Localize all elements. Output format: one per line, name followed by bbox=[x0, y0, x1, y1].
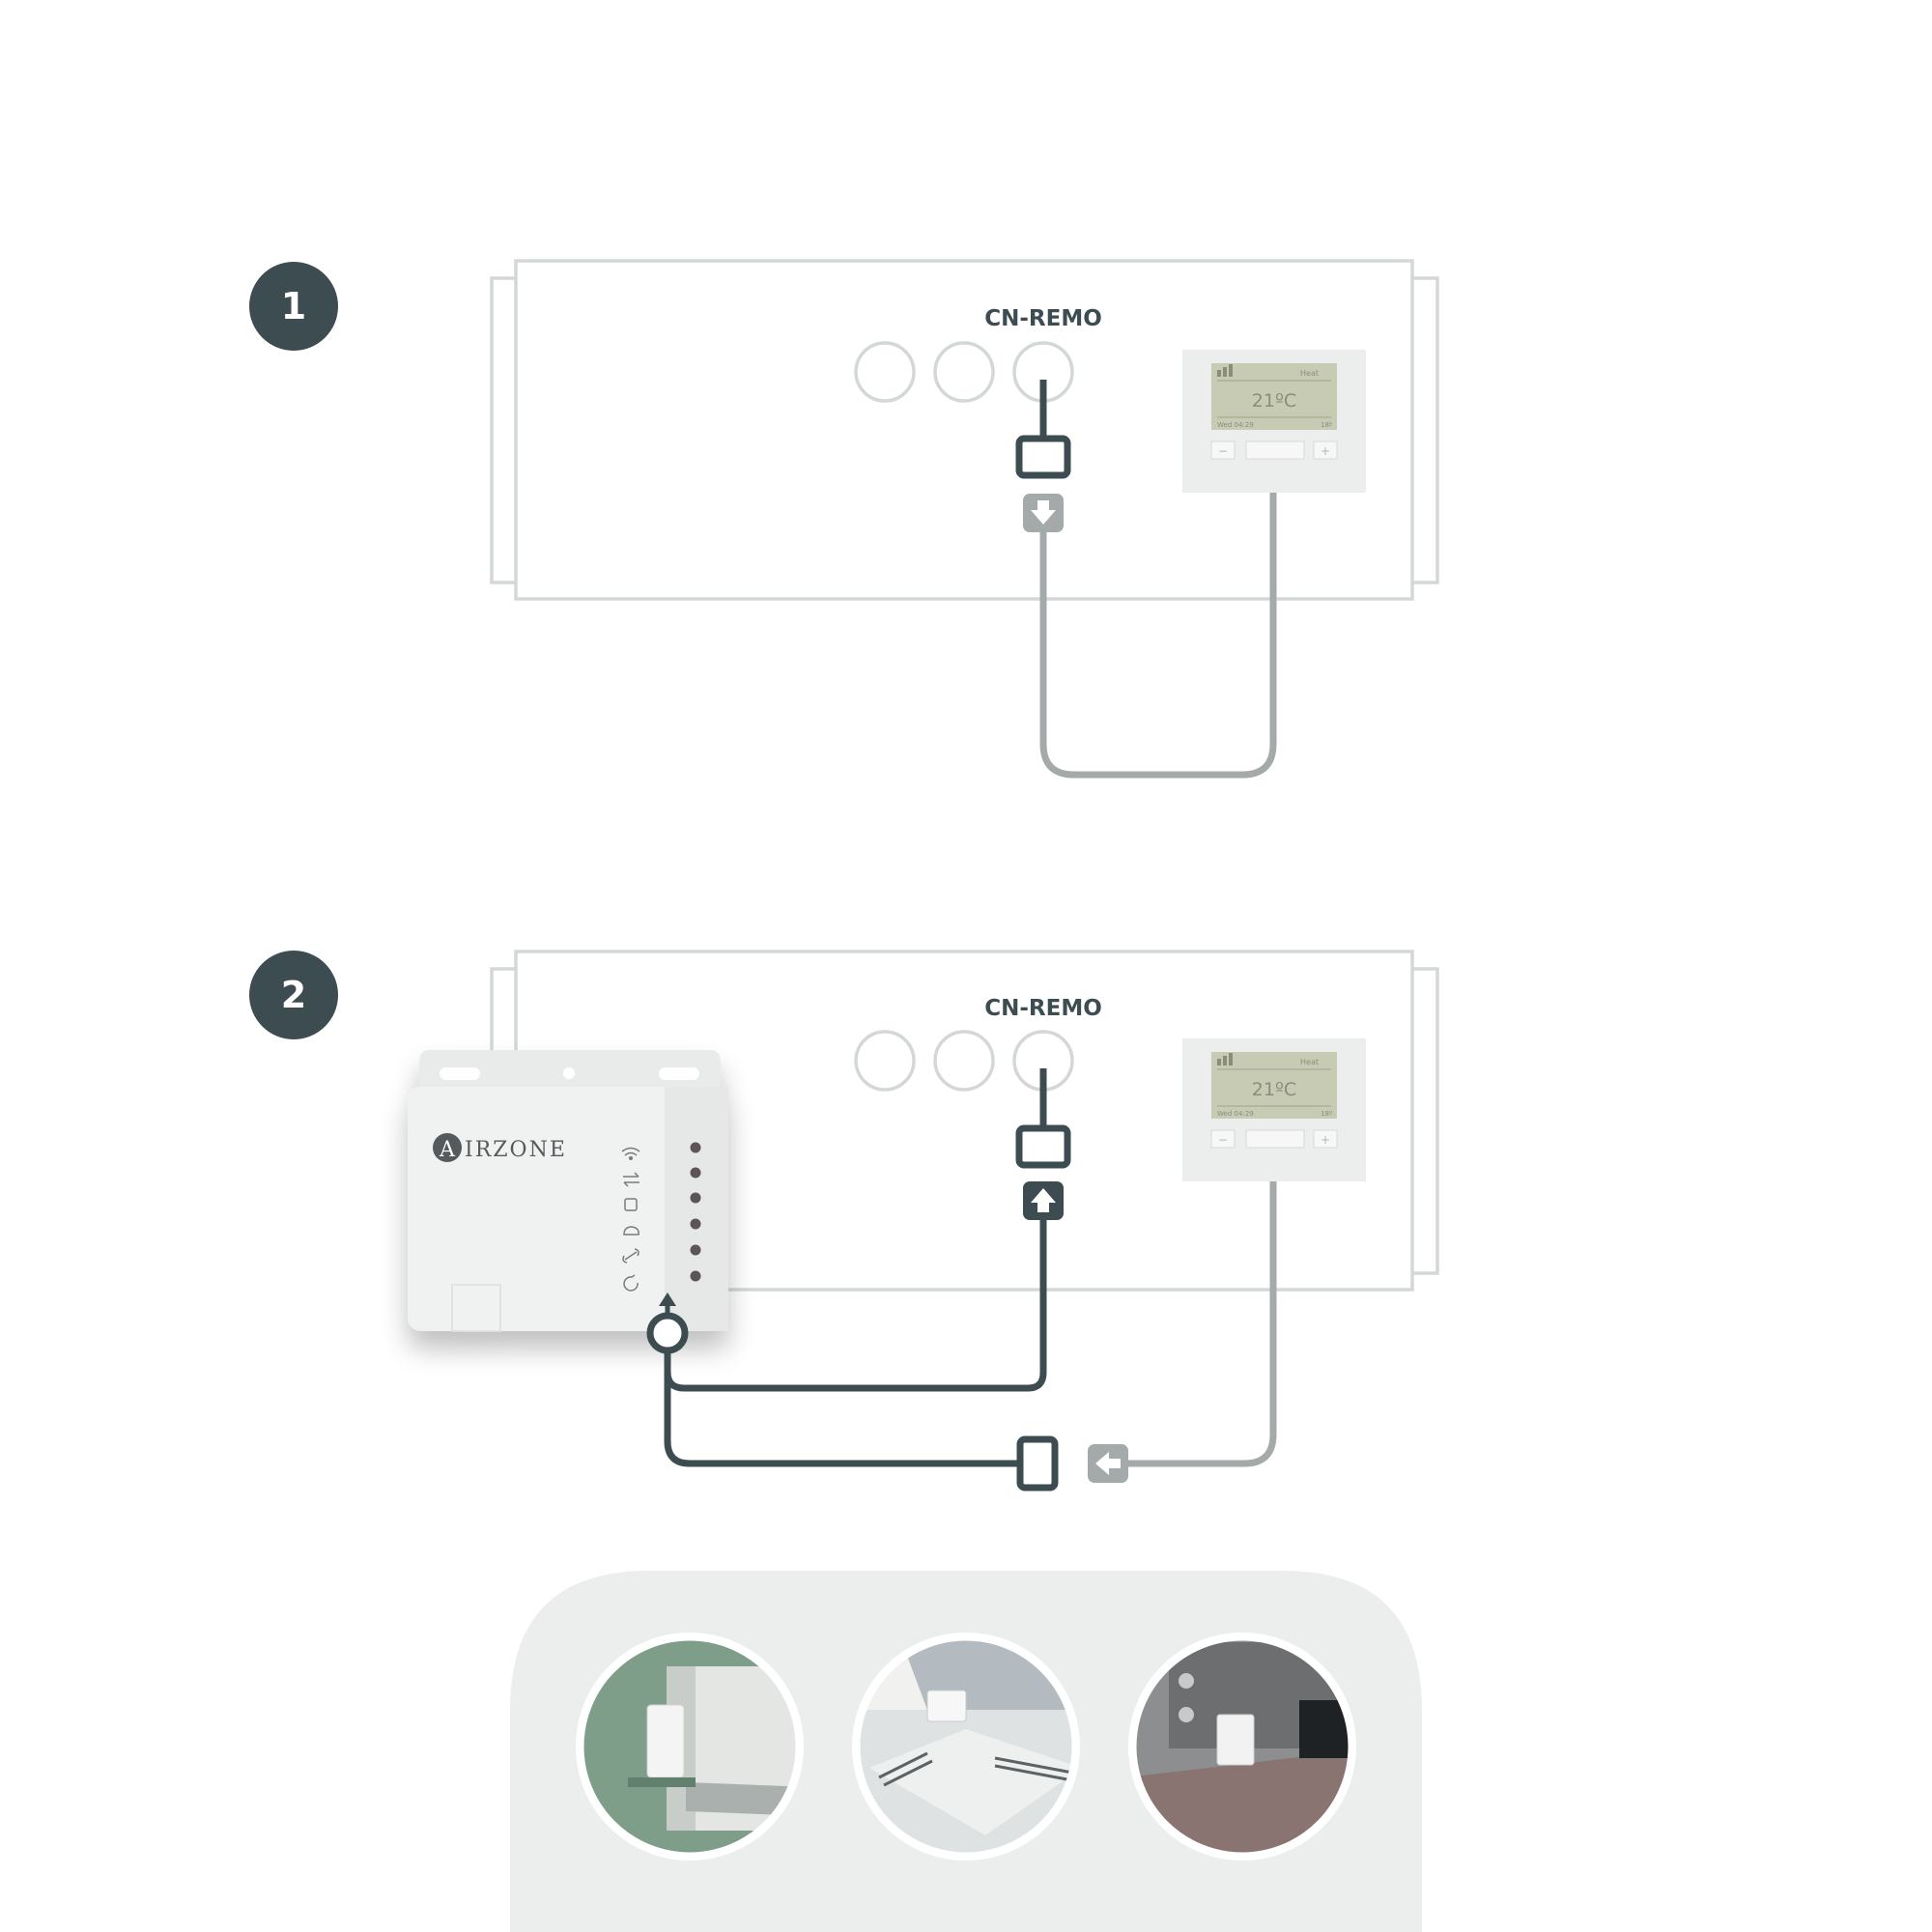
svg-text:+: + bbox=[1321, 444, 1330, 458]
plug-connector bbox=[1015, 435, 1071, 479]
minus-button bbox=[1210, 440, 1236, 460]
led-wifi bbox=[690, 1142, 701, 1153]
cassette-ac-unit-icon bbox=[858, 1638, 1074, 1855]
status-leds bbox=[690, 1142, 701, 1282]
plug-connector bbox=[1015, 1124, 1071, 1169]
wired-thermostat: Heat 21ºC Wed 04:29 18º − + bbox=[1182, 1038, 1366, 1181]
thermostat-datetime: Wed 04:29 bbox=[1217, 421, 1254, 429]
thermostat-setpoint: 18º bbox=[1321, 1110, 1332, 1118]
indoor-unit-outline bbox=[490, 259, 1439, 601]
wall-mounted-ac-unit-icon bbox=[582, 1638, 798, 1855]
thermostat-temperature: 21ºC bbox=[1252, 390, 1296, 412]
led-chip bbox=[690, 1192, 701, 1204]
brand-name: IRZONE bbox=[465, 1138, 567, 1162]
connector-sockets bbox=[854, 341, 1074, 403]
thermostat-temperature: 21ºC bbox=[1252, 1079, 1296, 1100]
thermostat-mode: Heat bbox=[1300, 1058, 1319, 1066]
thermostat-cable bbox=[1128, 1181, 1277, 1467]
svg-text:−: − bbox=[1218, 1133, 1228, 1147]
led-link bbox=[690, 1244, 701, 1256]
step-2-badge bbox=[249, 951, 338, 1039]
chip-icon bbox=[624, 1198, 638, 1211]
step-2: 2 CN-REMO Heat 21ºC Wed 04:29 18º − bbox=[249, 950, 1439, 1492]
step-1: 1 CN-REMO Heat 21ºC Wed 04: bbox=[249, 259, 1439, 779]
cn-remo-label: CN-REMO bbox=[984, 996, 1102, 1021]
center-button bbox=[1245, 440, 1305, 460]
socket-1 bbox=[854, 341, 916, 403]
installation-examples bbox=[510, 1571, 1422, 1932]
transfer-icon bbox=[623, 1172, 639, 1187]
thermostat-adapter-connector bbox=[1016, 1435, 1059, 1492]
airzone-aidoo-device bbox=[408, 1050, 728, 1332]
airzone-logo-icon bbox=[433, 1133, 462, 1162]
thermostat-mode: Heat bbox=[1300, 369, 1319, 378]
connector-sockets bbox=[854, 1030, 1074, 1092]
center-button bbox=[1245, 1129, 1305, 1149]
cloud-icon bbox=[623, 1226, 639, 1236]
svg-text:−: − bbox=[1218, 444, 1228, 458]
plus-button bbox=[1313, 440, 1338, 460]
thermostat-datetime: Wed 04:29 bbox=[1217, 1110, 1254, 1118]
plus-button bbox=[1313, 1129, 1338, 1149]
link-icon bbox=[622, 1248, 639, 1264]
socket-1 bbox=[854, 1030, 916, 1092]
brand-initial: A bbox=[439, 1138, 456, 1162]
step-2-number: 2 bbox=[281, 974, 306, 1016]
wired-thermostat: Heat 21ºC Wed 04:29 18º − + bbox=[1182, 350, 1366, 493]
svg-text:+: + bbox=[1321, 1133, 1330, 1147]
status-icons bbox=[621, 1147, 640, 1292]
step-1-number: 1 bbox=[281, 285, 306, 327]
device-body bbox=[408, 1087, 728, 1331]
thermostat-setpoint: 18º bbox=[1321, 421, 1332, 429]
device-port-arrow-icon bbox=[659, 1293, 676, 1306]
led-transfer bbox=[690, 1167, 701, 1179]
socket-2 bbox=[933, 1030, 995, 1092]
socket-2 bbox=[933, 341, 995, 403]
wifi-icon bbox=[621, 1147, 640, 1156]
thermostat-adapter-cable bbox=[664, 1372, 1020, 1467]
led-cloud bbox=[690, 1218, 701, 1230]
led-reset bbox=[690, 1270, 701, 1282]
reset-icon bbox=[623, 1274, 639, 1292]
step-1-badge bbox=[249, 262, 338, 351]
cn-remo-label: CN-REMO bbox=[984, 306, 1102, 331]
device-port bbox=[646, 1312, 689, 1354]
minus-button bbox=[1210, 1129, 1236, 1149]
thermostat-cable bbox=[1039, 493, 1277, 779]
